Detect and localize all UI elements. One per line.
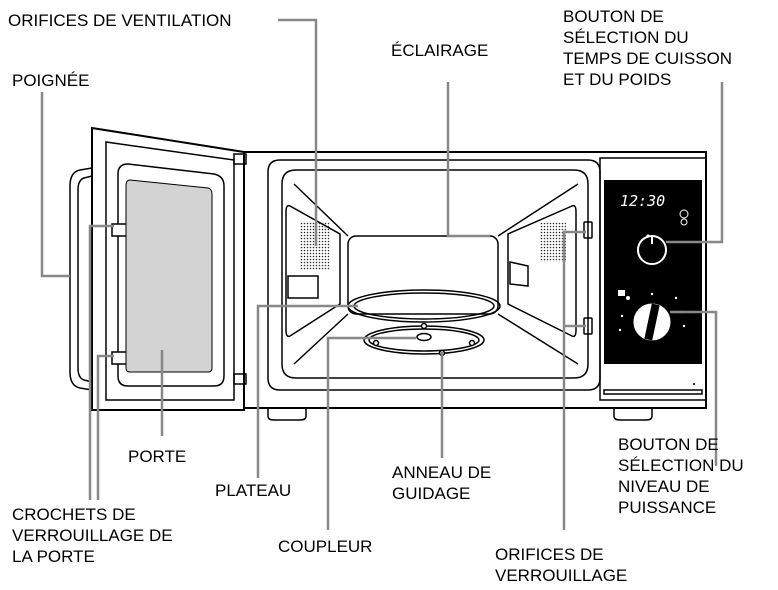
turntable-plate xyxy=(347,289,501,323)
label-line: ORIFICES DE xyxy=(495,545,604,564)
leader-lines xyxy=(40,18,724,530)
label-line: VERROUILLAGE DE xyxy=(12,526,173,545)
label-power-knob: BOUTON DE SÉLECTION DU NIVEAU DE PUISSAN… xyxy=(618,434,744,518)
label-line: BOUTON DE xyxy=(563,7,664,26)
label-line: ANNEAU DE xyxy=(392,463,492,482)
label-line: CROCHETS DE xyxy=(12,505,136,524)
label-turntable: PLATEAU xyxy=(215,481,292,500)
label-line: GUIDAGE xyxy=(392,484,471,503)
label-handle: POIGNÉE xyxy=(12,71,90,90)
label-line: NIVEAU DE xyxy=(618,477,710,496)
label-timer-knob: BOUTON DE SÉLECTION DU TEMPS DE CUISSON … xyxy=(563,6,732,90)
label-door-hooks: CROCHETS DE VERROUILLAGE DE LA PORTE xyxy=(12,504,173,567)
label-ventilation-holes: ORIFICES DE VENTILATION xyxy=(8,11,232,30)
foot xyxy=(613,408,653,421)
label-line: SÉLECTION DU xyxy=(618,456,744,475)
label-door: PORTE xyxy=(128,447,187,466)
label-coupler: COUPLEUR xyxy=(278,537,373,556)
label-interlock-holes: ORIFICES DE VERROUILLAGE xyxy=(495,544,627,586)
label-line: TEMPS DE CUISSON xyxy=(563,49,733,68)
cavity xyxy=(281,169,589,379)
label-lighting: ÉCLAIRAGE xyxy=(391,41,489,60)
control-panel xyxy=(599,157,707,401)
coupler xyxy=(416,332,432,342)
interlock-hole xyxy=(583,221,593,239)
label-line: LA PORTE xyxy=(12,547,95,566)
label-line: VERROUILLAGE xyxy=(495,566,628,585)
label-line: SÉLECTION DU xyxy=(563,28,689,47)
door-glass xyxy=(125,179,213,373)
label-line: ET DU POIDS xyxy=(563,70,672,89)
open-door xyxy=(91,126,245,411)
label-line: PUISSANCE xyxy=(618,498,717,517)
display-time: 12:30 xyxy=(620,192,665,210)
label-guide-ring: ANNEAU DE GUIDAGE xyxy=(392,462,491,504)
door-handle xyxy=(69,167,93,391)
foot xyxy=(267,408,307,421)
label-line: BOUTON DE xyxy=(618,435,719,454)
